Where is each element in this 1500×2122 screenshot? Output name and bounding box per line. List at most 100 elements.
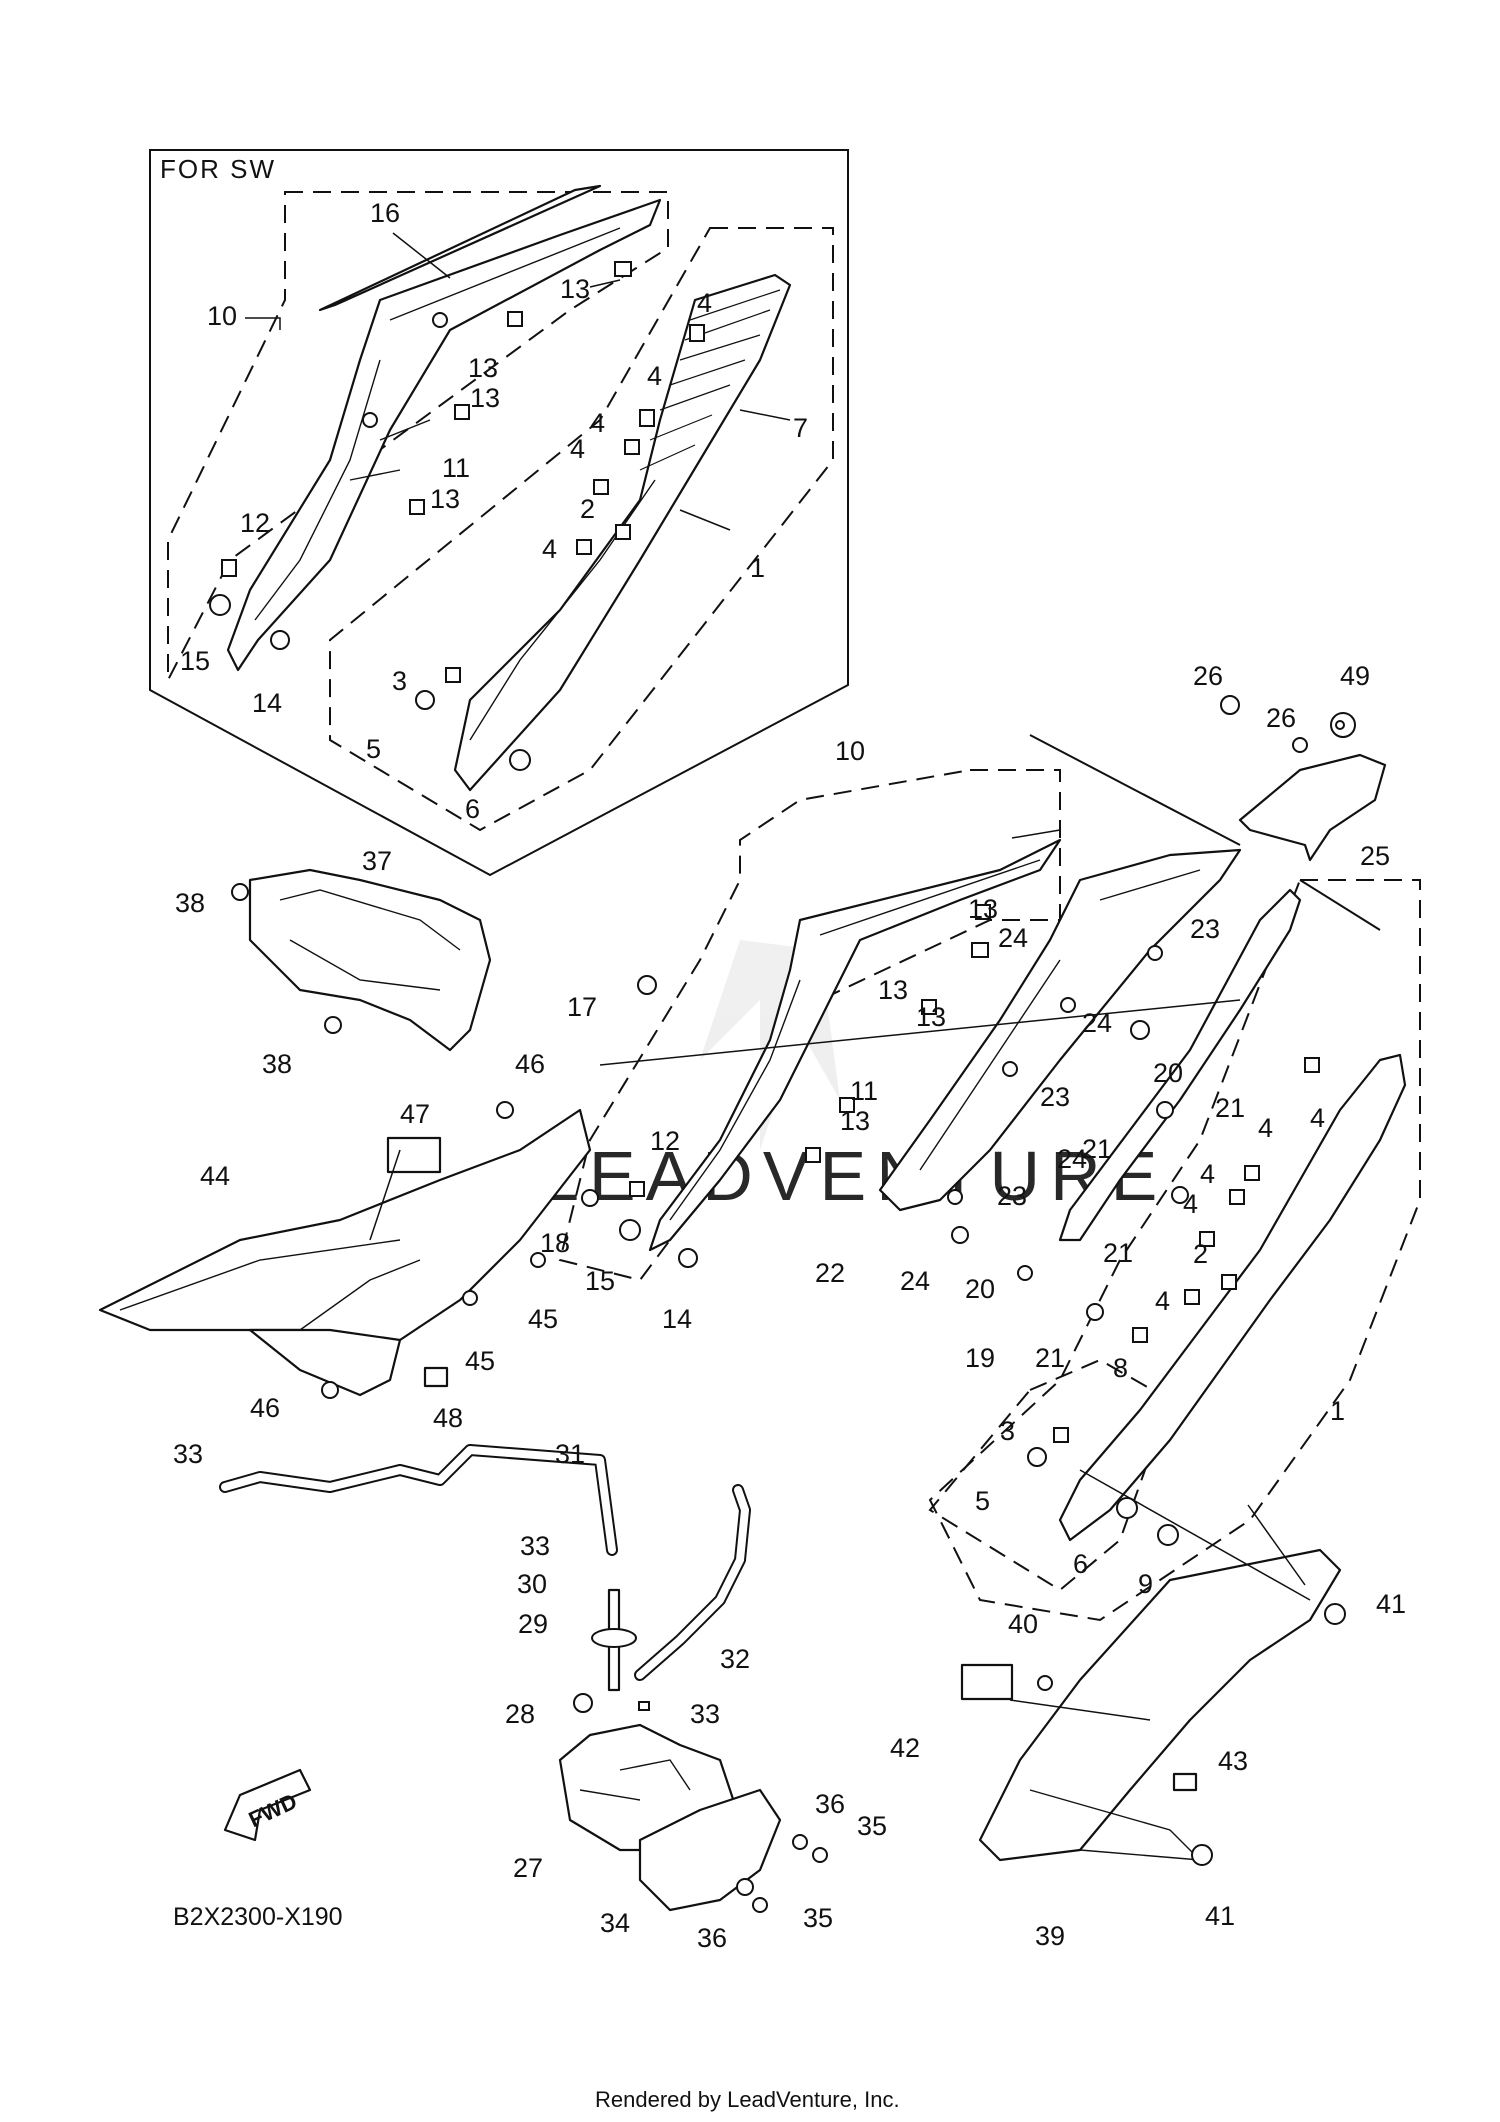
part-37-cover [248, 868, 492, 1052]
callout-41: 41 [1376, 1589, 1406, 1619]
callout-26: 26 [1266, 703, 1296, 733]
callout-21: 21 [1035, 1343, 1065, 1373]
part-22-inner-panel [878, 848, 1242, 1212]
callout-12: 12 [650, 1126, 680, 1156]
part-25-bracket [1238, 753, 1387, 862]
callout-4: 4 [697, 288, 712, 318]
callout-24: 24 [900, 1266, 930, 1296]
callout-41: 41 [1205, 1901, 1235, 1931]
callout-19: 19 [965, 1343, 995, 1373]
callout-13: 13 [470, 383, 500, 413]
main-hardware [231, 695, 1356, 1913]
callout-2: 2 [580, 494, 595, 524]
callout-32: 32 [720, 1644, 750, 1674]
callout-1: 1 [1330, 1396, 1345, 1426]
callout-20: 20 [1153, 1058, 1183, 1088]
callout-37: 37 [362, 846, 392, 876]
callout-33: 33 [690, 1699, 720, 1729]
callout-3: 3 [392, 666, 407, 696]
footer-credit: Rendered by LeadVenture, Inc. [595, 2087, 900, 2112]
inset-title: FOR SW [160, 154, 276, 184]
callout-44: 44 [200, 1161, 230, 1191]
callout-21: 21 [1103, 1238, 1133, 1268]
callout-4: 4 [590, 408, 605, 438]
callout-14: 14 [662, 1304, 692, 1334]
callout-38: 38 [262, 1049, 292, 1079]
part-47-pad [386, 1136, 442, 1174]
part-10-side-cover [648, 838, 1062, 1252]
callout-11: 11 [442, 453, 470, 483]
svg-text:LEADVENTURE: LEADVENTURE [540, 1137, 1167, 1215]
callout-13: 13 [968, 894, 998, 924]
callout-26: 26 [1193, 661, 1223, 691]
callout-47: 47 [400, 1099, 430, 1129]
callout-4: 4 [1258, 1113, 1273, 1143]
callout-46: 46 [515, 1049, 545, 1079]
callout-23: 23 [1190, 914, 1220, 944]
callout-38: 38 [175, 888, 205, 918]
callout-4: 4 [1200, 1159, 1215, 1189]
callout-22: 22 [815, 1258, 845, 1288]
callout-1: 1 [750, 553, 765, 583]
callout-15: 15 [585, 1266, 615, 1296]
callout-4: 4 [542, 534, 557, 564]
diagram-code: B2X2300-X190 [173, 1903, 343, 1931]
callout-14: 14 [252, 688, 282, 718]
callout-13: 13 [840, 1106, 870, 1136]
part-44-lower-cover [98, 1108, 592, 1362]
callout-43: 43 [1218, 1746, 1248, 1776]
callout-25: 25 [1360, 841, 1390, 871]
callout-28: 28 [505, 1699, 535, 1729]
callout-13: 13 [916, 1002, 946, 1032]
callout-24: 24 [1057, 1144, 1087, 1174]
callout-6: 6 [465, 794, 480, 824]
part-48-pad [423, 1366, 449, 1388]
callout-49: 49 [1340, 661, 1370, 691]
callout-45: 45 [465, 1346, 495, 1376]
callout-4: 4 [570, 434, 585, 464]
callout-16: 16 [370, 198, 400, 228]
callout-5: 5 [975, 1486, 990, 1516]
callout-24: 24 [1082, 1008, 1112, 1038]
callout-20: 20 [965, 1274, 995, 1304]
fwd-arrow: FWD [223, 1768, 312, 1842]
part-29-cap [591, 1628, 637, 1648]
callout-10: 10 [207, 301, 237, 331]
callout-45: 45 [528, 1304, 558, 1334]
leader-lines [245, 232, 1311, 1721]
callout-39: 39 [1035, 1921, 1065, 1951]
part-31-hose [219, 1444, 618, 1556]
callout-17: 17 [567, 992, 597, 1022]
callout-9: 9 [1138, 1569, 1153, 1599]
part-1-side-cover [1058, 1053, 1407, 1542]
callout-46: 46 [250, 1393, 280, 1423]
callout-40: 40 [1008, 1609, 1038, 1639]
callout-6: 6 [1073, 1549, 1088, 1579]
callout-29: 29 [518, 1609, 548, 1639]
callout-35: 35 [857, 1811, 887, 1841]
callout-18: 18 [540, 1228, 570, 1258]
callout-36: 36 [697, 1923, 727, 1953]
callout-23: 23 [997, 1181, 1027, 1211]
callout-21: 21 [1215, 1093, 1245, 1123]
callout-33: 33 [520, 1531, 550, 1561]
callout-15: 15 [180, 646, 210, 676]
callout-4: 4 [1155, 1286, 1170, 1316]
callout-42: 42 [890, 1733, 920, 1763]
callout-3: 3 [1000, 1416, 1015, 1446]
callout-31: 31 [555, 1439, 585, 1469]
callout-13: 13 [878, 975, 908, 1005]
part-10-side-cover-inset [226, 198, 662, 672]
callout-11: 11 [850, 1076, 878, 1106]
inset-for-sw: FOR SW [149, 149, 849, 877]
callout-13: 13 [560, 274, 590, 304]
callout-34: 34 [600, 1908, 630, 1938]
part-43-pad [1172, 1772, 1198, 1792]
callout-8: 8 [1113, 1353, 1128, 1383]
callout-labels: 16 10 13 4 13 4 13 7 4 11 4 13 2 12 4 1 … [173, 198, 1406, 1953]
callout-4: 4 [647, 361, 662, 391]
callout-24: 24 [998, 923, 1028, 953]
callout-21: 21 [1082, 1134, 1112, 1164]
part-42-pad [960, 1663, 1014, 1701]
